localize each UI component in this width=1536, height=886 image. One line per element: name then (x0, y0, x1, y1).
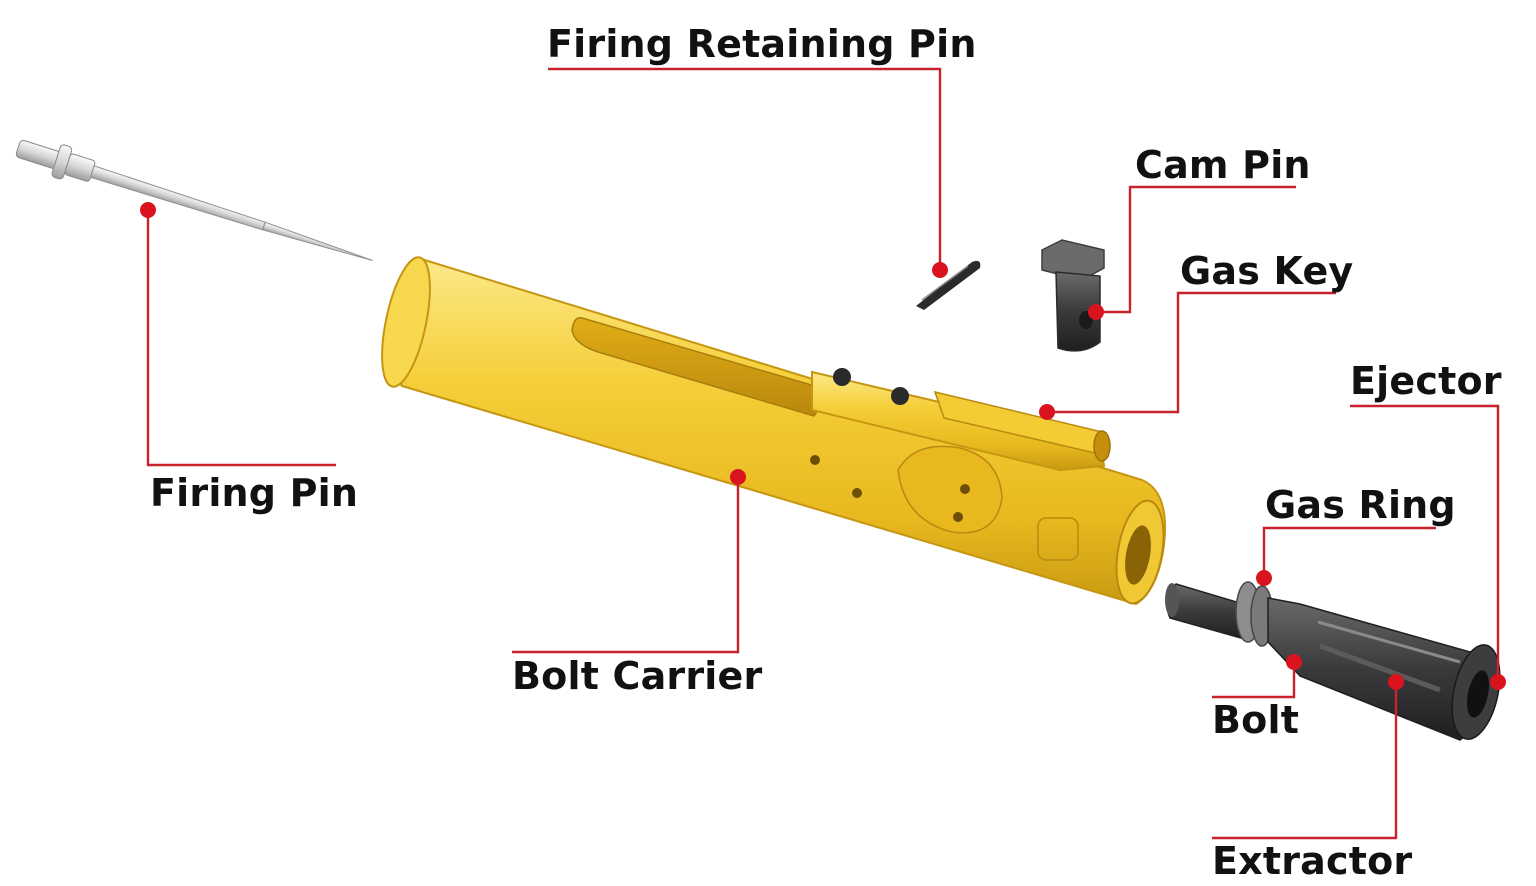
leader-gas-ring (1262, 526, 1436, 578)
label-extractor: Extractor (1212, 839, 1413, 883)
label-ejector: Ejector (1350, 359, 1502, 403)
leader-bolt (1212, 662, 1296, 699)
leader-gas-key (1047, 291, 1336, 414)
dot-bolt (1286, 654, 1302, 670)
label-firing-retaining-pin: Firing Retaining Pin (547, 22, 977, 66)
bolt-part (1165, 581, 1501, 741)
cam-pin-part (1041, 239, 1105, 352)
dot-gas-key (1039, 404, 1055, 420)
leader-firing-pin (146, 210, 336, 467)
firing-pin-part (15, 139, 373, 261)
leader-firing-retaining-pin (548, 67, 942, 270)
marker-dots (140, 202, 1506, 690)
dot-extractor (1388, 674, 1404, 690)
dot-cam-pin (1088, 304, 1104, 320)
leader-extractor (1212, 682, 1398, 840)
dot-firing-pin (140, 202, 156, 218)
label-gas-ring: Gas Ring (1265, 483, 1456, 527)
leader-lines (146, 67, 1500, 840)
leader-ejector (1350, 404, 1500, 682)
label-bolt-carrier: Bolt Carrier (512, 654, 763, 698)
label-gas-key: Gas Key (1180, 249, 1354, 293)
leader-bolt-carrier (512, 477, 740, 654)
dot-gas-ring (1256, 570, 1272, 586)
label-bolt: Bolt (1212, 698, 1300, 742)
bolt-carrier-part (381, 256, 1166, 606)
dot-ejector (1490, 674, 1506, 690)
firing-retaining-pin-part (916, 260, 981, 310)
label-cam-pin: Cam Pin (1135, 143, 1311, 187)
dot-bolt-carrier (730, 469, 746, 485)
dot-firing-retaining-pin (932, 262, 948, 278)
label-firing-pin: Firing Pin (150, 471, 359, 515)
leader-cam-pin (1096, 185, 1296, 314)
